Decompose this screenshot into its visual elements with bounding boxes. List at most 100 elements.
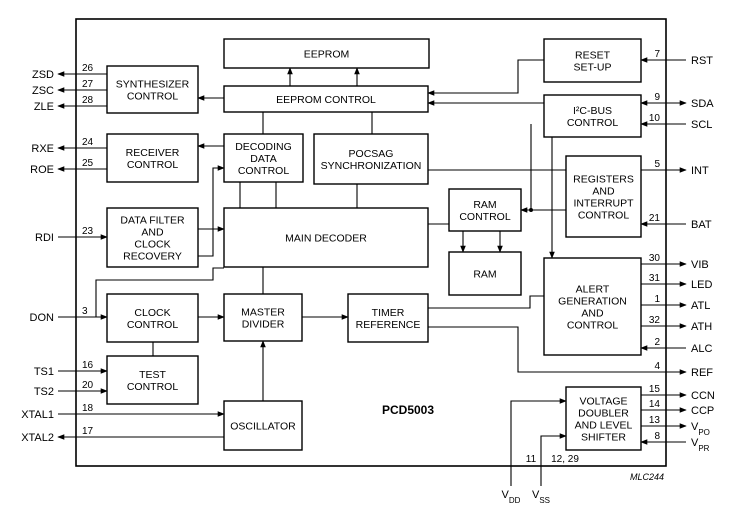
pin-rdi-label: RDI: [35, 232, 54, 244]
pin-int-number: 5: [654, 159, 660, 170]
pin-zle-number: 28: [82, 95, 94, 106]
data-filter-block-label: AND: [141, 227, 164, 239]
pin-vpr-number: 8: [654, 431, 660, 442]
registers-interrupt-block-label: AND: [592, 186, 615, 198]
pin-ref-number: 4: [654, 361, 660, 372]
chip-outline: [75, 18, 667, 467]
pin-xtal2-label: XTAL2: [21, 432, 54, 444]
reset-setup-block-label: SET-UP: [574, 62, 612, 74]
registers-interrupt-block-label: INTERRUPT: [573, 198, 634, 210]
eeprom-block: EEPROM: [223, 38, 430, 69]
pin-zle-label: ZLE: [34, 101, 54, 113]
pin-zsc: ZSC 27: [32, 79, 107, 97]
i2c-bus-control-block-label: CONTROL: [567, 117, 618, 129]
pin-zsd-label: ZSD: [32, 69, 54, 81]
decoding-data-control-block-label: CONTROL: [238, 165, 289, 177]
pin-zsc-number: 27: [82, 79, 94, 90]
pin-zsd-number: 26: [82, 63, 94, 74]
pin-xtal2: XTAL2 17: [21, 426, 224, 444]
decoding-data-control-block-label: DATA: [250, 153, 276, 165]
voltage-doubler-block-label: SHIFTER: [581, 432, 626, 444]
figure-code: MLC244: [630, 472, 664, 482]
pin-zsc-label: ZSC: [32, 85, 54, 97]
reset-setup-block-label: RESET: [575, 50, 611, 62]
pin-rxe-label: RXE: [31, 143, 54, 155]
pin-xtal1-number: 18: [82, 403, 94, 414]
pin-rdi-number: 23: [82, 226, 94, 237]
timer-reference-block-label: REFERENCE: [356, 319, 421, 331]
pin-don-number: 3: [82, 306, 88, 317]
pin-ccp-label: CCP: [691, 405, 714, 417]
eeprom-block-label: EEPROM: [304, 49, 350, 61]
timer-reference-block-label: TIMER: [372, 307, 405, 319]
pin-atl: ATL 1: [641, 294, 710, 312]
chip-name: PCD5003: [382, 403, 434, 417]
ram-control-block-label: CONTROL: [459, 211, 510, 223]
pin-sda-number: 9: [654, 92, 660, 103]
synthesizer-control-block-label: CONTROL: [127, 91, 178, 103]
pin-ath-number: 32: [649, 315, 661, 326]
pin-ts1-number: 16: [82, 360, 94, 371]
test-control-block-label: TEST: [139, 369, 166, 381]
pin-sda-label: SDA: [691, 98, 714, 110]
alert-generation-block-label: GENERATION: [558, 296, 627, 308]
pin-alc-label: ALC: [691, 343, 712, 355]
ram-block-label: RAM: [473, 269, 496, 281]
data-filter-block-label: RECOVERY: [123, 251, 182, 263]
pin-vib-number: 30: [649, 253, 661, 264]
pin-scl-number: 10: [649, 113, 661, 124]
pin-atl-number: 1: [654, 294, 660, 305]
pin-xtal1-label: XTAL1: [21, 409, 54, 421]
ram-control-block-label: RAM: [473, 199, 496, 211]
eeprom-control-block-label: EEPROM CONTROL: [276, 94, 376, 106]
pin-vdd-label: VDD: [502, 489, 521, 505]
pocsag-sync-block-label: SYNCHRONIZATION: [321, 160, 422, 172]
pin-ath: ATH 32: [641, 315, 712, 333]
pin-ts1-label: TS1: [34, 366, 54, 378]
pocsag-sync-block-label: POCSAG: [349, 148, 394, 160]
pin-scl: SCL 10: [640, 113, 712, 131]
pin-ath-label: ATH: [691, 321, 712, 333]
pin-scl-label: SCL: [691, 119, 712, 131]
alert-generation-block-label: CONTROL: [567, 320, 618, 332]
main-decoder-block-label: MAIN DECODER: [285, 233, 367, 245]
pin-ccn-label: CCN: [691, 390, 715, 402]
pin-bat-label: BAT: [691, 219, 712, 231]
pin-zle: ZLE 28: [34, 95, 107, 113]
clock-control-block-label: CLOCK: [134, 307, 170, 319]
oscillator-block-label: OSCILLATOR: [230, 421, 296, 433]
pin-vpo-label: VPO: [691, 421, 710, 437]
eeprom-control-block: EEPROM CONTROL: [223, 85, 429, 113]
pin-xtal1: XTAL1 18: [21, 403, 225, 421]
pin-zsd: ZSD 26: [32, 63, 107, 81]
pin-xtal2-number: 17: [82, 426, 94, 437]
alert-generation-block-label: AND: [581, 308, 604, 320]
pin-atl-label: ATL: [691, 300, 710, 312]
ram-block: RAM: [448, 251, 522, 296]
pin-rst-label: RST: [691, 55, 713, 67]
